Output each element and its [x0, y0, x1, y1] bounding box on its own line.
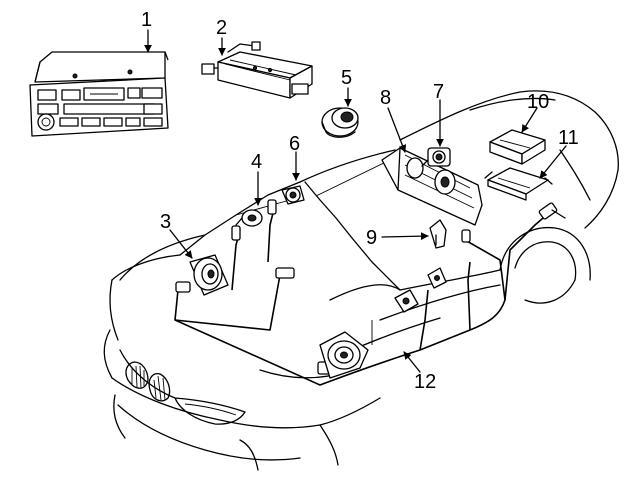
control-module	[489, 129, 546, 165]
callout-5: 5	[341, 67, 352, 89]
callout-3: 3	[160, 211, 171, 233]
speaker-grille	[321, 107, 359, 138]
wiring-harness	[174, 199, 566, 386]
callout-4: 4	[251, 151, 262, 173]
callout-12: 12	[414, 371, 436, 393]
callout-1: 1	[141, 9, 152, 31]
callout-6: 6	[289, 133, 300, 155]
door-speaker-left	[189, 254, 229, 296]
module-bracket	[484, 167, 553, 201]
callout-9: 9	[366, 227, 377, 249]
door-speaker-right	[319, 331, 369, 379]
rear-speaker	[421, 147, 451, 167]
tweeter-right	[281, 185, 305, 205]
amplifier	[201, 41, 313, 99]
callout-8: 8	[380, 87, 391, 109]
callout-7: 7	[433, 81, 444, 103]
leader-lines	[144, 29, 567, 373]
bracket	[429, 219, 447, 249]
callout-10: 10	[527, 91, 549, 113]
tweeter-left	[235, 209, 263, 227]
tweeter-door-right	[394, 267, 447, 313]
callout-2: 2	[216, 17, 227, 39]
callout-labels: 1 2 3 4 5 6 7 8 9 10 11 12	[141, 9, 579, 393]
callout-11: 11	[558, 127, 579, 149]
radio-head-unit	[29, 51, 169, 137]
